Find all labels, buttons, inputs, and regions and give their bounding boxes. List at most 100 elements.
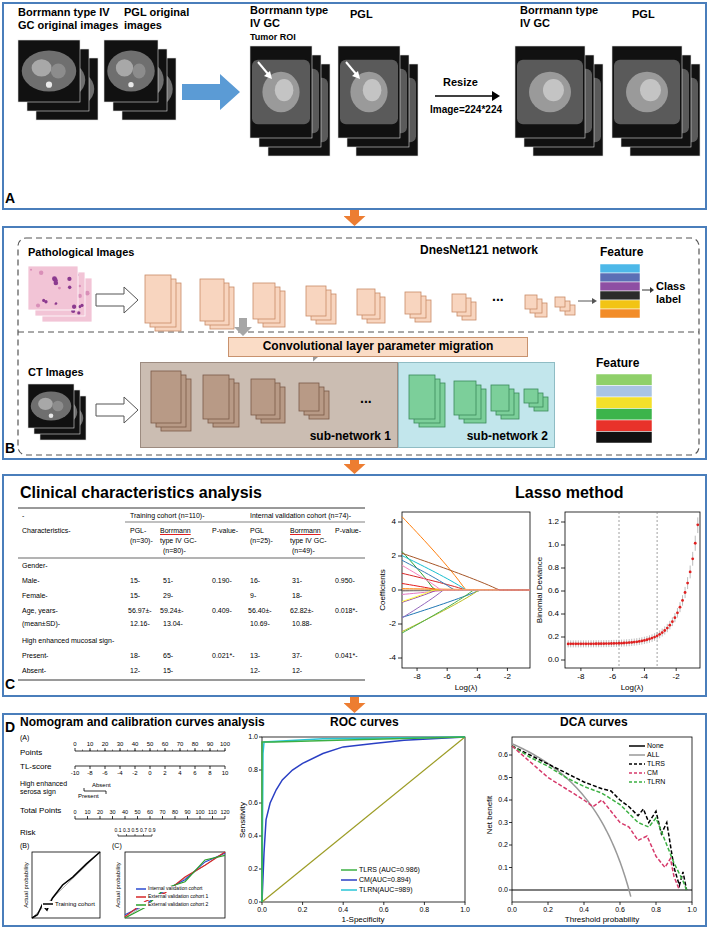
legend-entry: TLRS (AUC=0.986) (340, 866, 421, 874)
panel-heading: DnesNet121 network (420, 244, 538, 258)
network-illustration (592, 298, 597, 304)
table-cell: (n=49)- (292, 547, 315, 555)
table-cell: 0.018*- (335, 607, 358, 615)
dca-plot (512, 902, 513, 905)
table-cell: 10.69- (250, 620, 270, 628)
resize-arrow (435, 95, 492, 97)
legend-entry: CM (628, 769, 659, 777)
lasso-deviance-plot (643, 639, 646, 642)
lasso-deviance-plot (601, 640, 602, 647)
process-arrow (182, 74, 240, 110)
table-rule (18, 508, 365, 680)
axis-title: Log(λ) (621, 683, 644, 692)
nomogram-axis (75, 766, 76, 769)
lasso-deviance-plot (661, 631, 664, 634)
table-cell: Borrmann (160, 527, 191, 535)
tick-label: Absent (92, 782, 111, 789)
table-cell: 15- (130, 592, 140, 600)
lasso-deviance-plot (630, 641, 633, 644)
tick-label: 0.6 (248, 799, 258, 807)
nomogram-axis (90, 750, 91, 752)
flow-arrow (350, 697, 359, 703)
network-illustration (306, 286, 326, 316)
lasso-deviance-plot (561, 614, 565, 615)
lasso-deviance-plot (634, 639, 635, 646)
nomogram-axis (225, 750, 226, 752)
nomogram-axis (143, 834, 144, 836)
resize-arrow (435, 91, 500, 101)
legend-entry: TLRN (628, 778, 666, 786)
lasso-deviance-plot (561, 660, 565, 661)
tick-label: 0.1 (498, 863, 508, 871)
network-illustration (96, 397, 138, 423)
table-cell: 9- (250, 592, 256, 600)
legend-sample (629, 745, 645, 747)
lasso-deviance-plot (657, 512, 658, 668)
tick-label: 1.0 (548, 540, 559, 549)
axis-title: Coefficients (378, 569, 387, 611)
network-illustration (18, 238, 699, 455)
tick-label: 60 (147, 809, 153, 815)
tick-label: 0.6 (615, 906, 625, 914)
table-cell: - (22, 512, 24, 520)
tick-label: 50 (147, 741, 154, 748)
ct-image-stack (18, 40, 176, 120)
legend-entry: Training cohort (42, 901, 96, 908)
lasso-deviance-plot (639, 638, 640, 645)
tick-label: 0.9 (149, 828, 156, 834)
nomogram-axis (135, 834, 136, 836)
tick-label: 0.8 (248, 766, 258, 774)
dca-plot (509, 755, 512, 756)
lasso-deviance-plot (682, 595, 683, 606)
lasso-deviance-plot (561, 512, 700, 671)
table-cell: 12- (292, 667, 302, 675)
roi-image-stack (352, 71, 360, 79)
lasso-deviance-plot (631, 639, 632, 646)
table-cell: PGL- (130, 527, 146, 535)
calibration-plot (32, 852, 100, 918)
nomogram-axis (180, 748, 181, 751)
tick-label: 2 (392, 551, 396, 560)
legend-text: Training cohort (55, 901, 95, 908)
table-cell: Internal validation cohort (n=74)- (250, 512, 351, 520)
layer-blocks (299, 383, 319, 411)
panel-heading: PGL (350, 8, 373, 21)
dca-plot (509, 777, 512, 778)
table-cell: Age, years- (22, 607, 58, 615)
legend-sample (341, 889, 357, 891)
table-cell: 31- (292, 577, 302, 585)
table-cell: Female- (22, 592, 48, 600)
tick-label: 0.2 (298, 906, 308, 914)
resized-image-stack (529, 72, 571, 112)
panel-frame: Convolutional layer parameter migrations… (2, 226, 707, 460)
lasso-deviance-plot (606, 640, 607, 647)
nomogram-row: Points (20, 748, 42, 757)
lasso-deviance-plot (613, 640, 614, 647)
lasso-deviance-plot (590, 642, 593, 645)
roc-plot (259, 737, 465, 905)
roi-image-stack (250, 46, 312, 138)
lasso-deviance-plot (658, 633, 661, 636)
tick-label: 0 (73, 809, 76, 815)
lasso-deviance-plot (623, 642, 626, 645)
tick-label: Present (78, 793, 99, 800)
dca-plot (509, 800, 512, 801)
tick-label: 0.0 (498, 886, 508, 894)
legend-sample (629, 781, 645, 783)
lasso-deviance-plot (652, 634, 653, 642)
roc-plot (262, 902, 263, 905)
table-cell: 56.40±- (248, 607, 272, 615)
lasso-coefficient-plot (402, 552, 530, 590)
lasso-deviance-plot (679, 602, 680, 612)
lasso-deviance-plot (689, 571, 692, 574)
lasso-deviance-plot (625, 641, 628, 644)
network-illustration (36, 304, 40, 308)
nomogram-axis (180, 766, 181, 769)
tick-label: 0.4 (248, 832, 258, 840)
table-cell: Training cohort (n=110)- (130, 512, 205, 520)
tick-label: 50 (134, 809, 140, 815)
lasso-deviance-plot (667, 624, 668, 632)
legend-text: TLRS (647, 760, 665, 768)
roi-image-stack (338, 46, 400, 138)
lasso-deviance-plot (610, 642, 613, 645)
